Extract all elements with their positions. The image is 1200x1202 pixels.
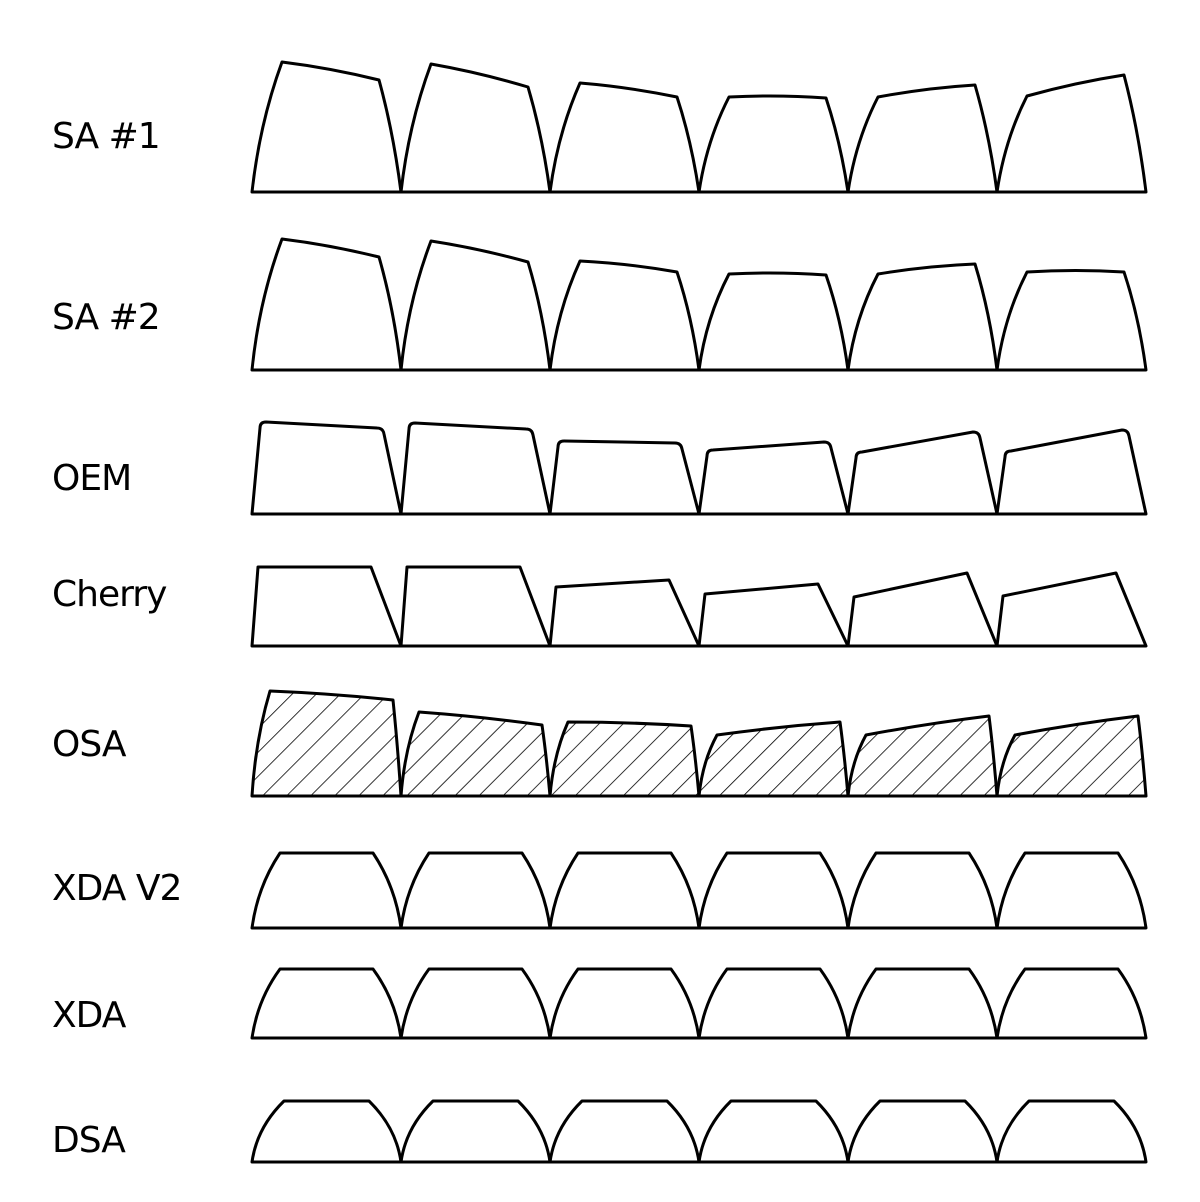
keycap-shape <box>548 851 701 930</box>
keycap-shape <box>250 967 403 1040</box>
keycap-shape <box>548 1099 701 1164</box>
keycap-shape <box>697 1099 850 1164</box>
keycap-shape <box>399 239 552 372</box>
keycap-shape <box>548 439 701 516</box>
keycap-shape <box>399 1099 552 1164</box>
keycap-shape <box>250 1099 403 1164</box>
keycap-shape <box>399 710 552 798</box>
row-label-osa: OSA <box>52 724 127 765</box>
keycap-shape <box>548 81 701 194</box>
keycap-row-sa1 <box>250 60 1148 194</box>
keycap-shape <box>846 83 999 194</box>
keycap-shape <box>995 269 1148 372</box>
keycap-shape <box>846 714 999 798</box>
keycap-shape <box>399 565 552 648</box>
keycap-shape <box>697 440 850 516</box>
keycap-shape <box>995 428 1148 516</box>
keycap-shape <box>995 571 1148 648</box>
keycap-shape <box>548 967 701 1040</box>
keycap-shape <box>250 565 403 648</box>
keycap-shape <box>846 430 999 516</box>
keycap-shape <box>697 271 850 372</box>
keycap-shape <box>846 262 999 372</box>
keycap-shape <box>548 259 701 372</box>
keycap-shape <box>697 851 850 930</box>
keycap-shape <box>250 420 403 516</box>
keycap-shape <box>250 60 403 194</box>
keycap-row-osa <box>250 689 1148 798</box>
keycap-shape <box>399 421 552 516</box>
keycap-shape <box>846 1099 999 1164</box>
keycap-shape <box>548 578 701 648</box>
keycap-shape <box>995 967 1148 1040</box>
keycap-shape <box>697 94 850 194</box>
row-label-xda: XDA <box>52 995 127 1036</box>
keycap-shape <box>995 1099 1148 1164</box>
keycap-shape <box>995 73 1148 194</box>
keycap-shape <box>399 62 552 194</box>
keycap-shape <box>250 851 403 930</box>
keycap-shape <box>697 720 850 798</box>
keycap-row-cherry <box>250 565 1148 648</box>
keycap-shape <box>250 689 403 798</box>
keycap-shape <box>846 851 999 930</box>
keycap-shape <box>846 571 999 648</box>
keycap-shape <box>399 967 552 1040</box>
keycap-shape <box>697 582 850 648</box>
keycap-shape <box>697 967 850 1040</box>
row-label-xda-v2: XDA V2 <box>52 868 181 909</box>
keycap-shape <box>250 237 403 372</box>
keycap-shape <box>548 720 701 798</box>
row-label-sa2: SA #2 <box>52 297 160 338</box>
keycap-row-oem <box>250 420 1148 516</box>
keycap-row-xda-v2 <box>250 851 1148 930</box>
keycap-row-sa2 <box>250 237 1148 372</box>
keycap-shape <box>846 967 999 1040</box>
row-label-dsa: DSA <box>52 1120 126 1161</box>
keycap-shape <box>995 851 1148 930</box>
keycap-row-xda <box>250 967 1148 1040</box>
row-label-sa1: SA #1 <box>52 116 160 157</box>
keycap-row-dsa <box>250 1099 1148 1164</box>
keycap-shape <box>995 714 1148 798</box>
keycap-shape <box>399 851 552 930</box>
row-label-oem: OEM <box>52 458 131 499</box>
row-label-cherry: Cherry <box>52 574 167 615</box>
